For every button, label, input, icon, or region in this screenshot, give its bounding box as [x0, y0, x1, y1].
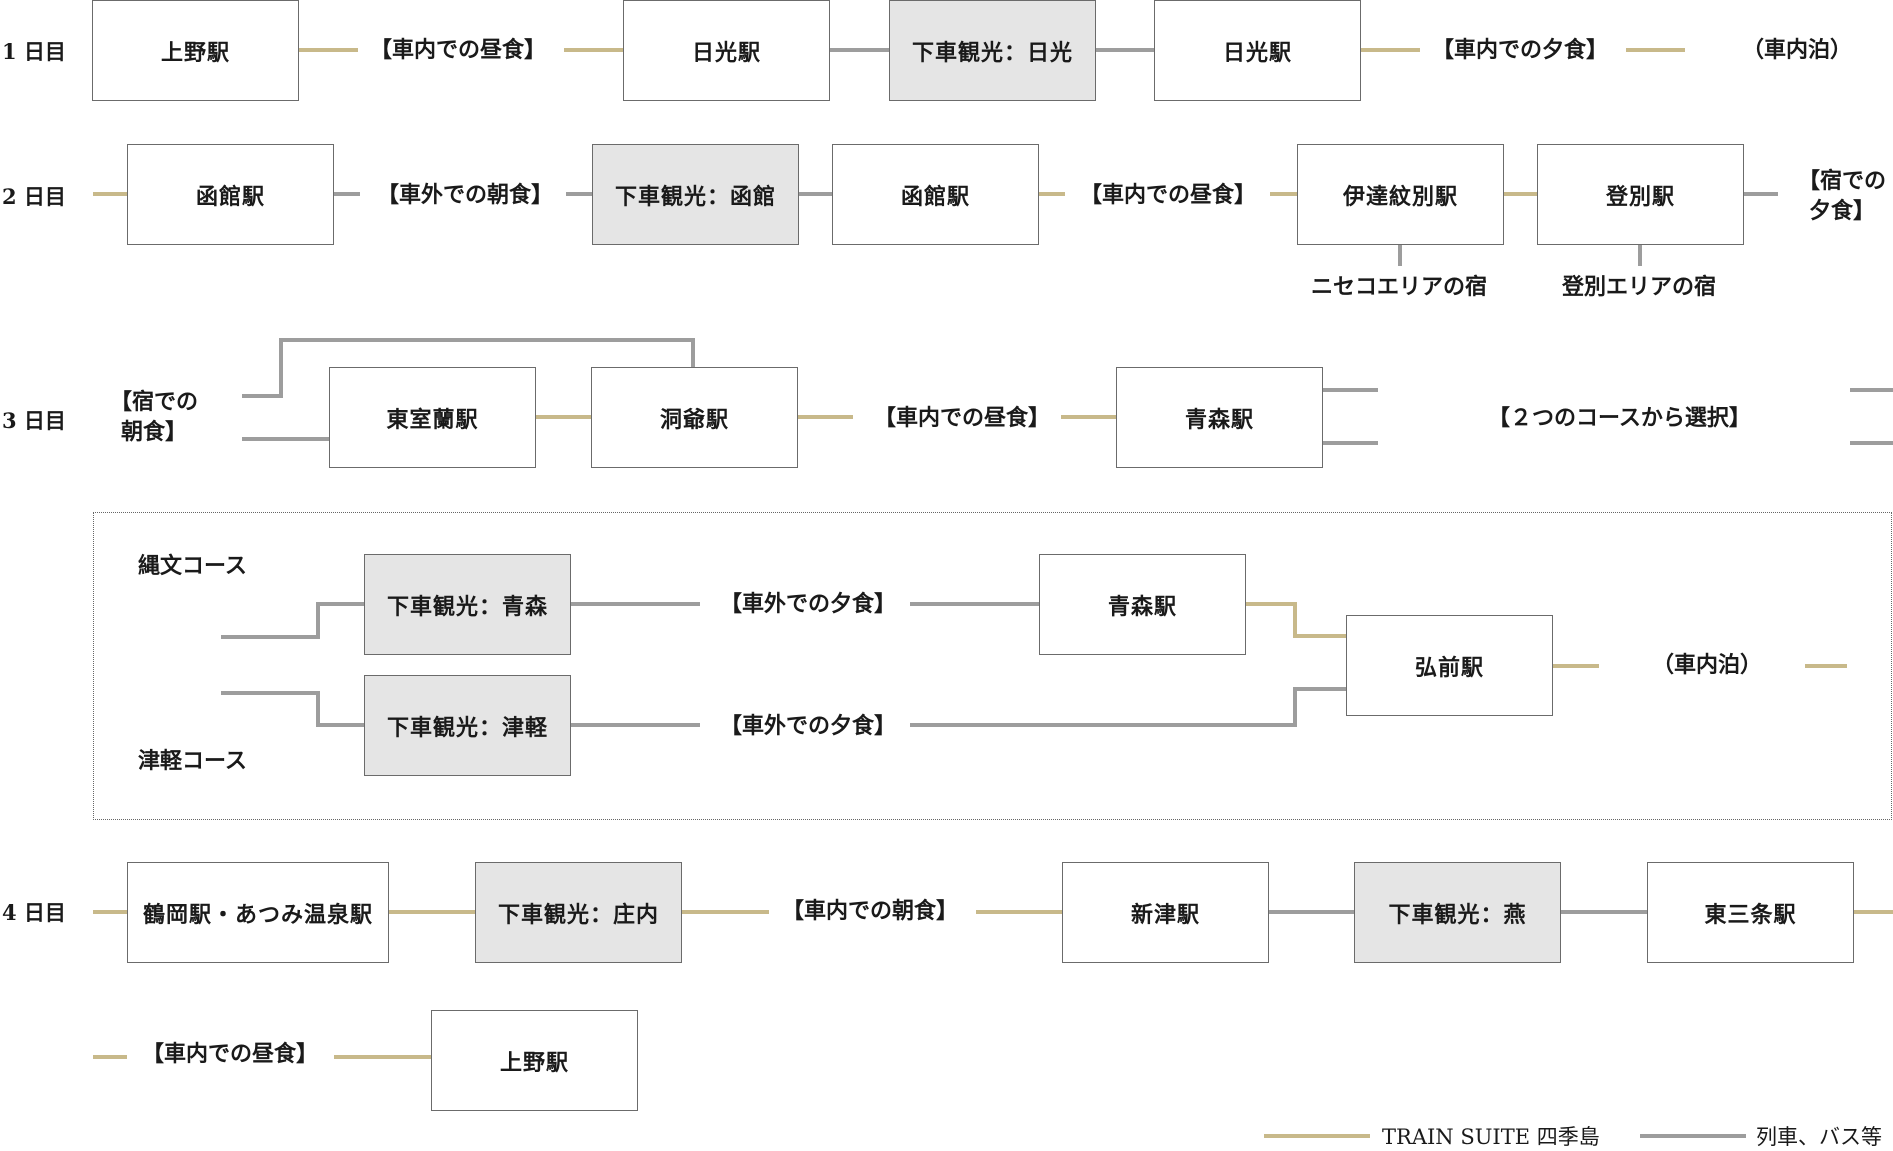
day-label-2: 2 日目 — [2, 184, 66, 209]
course-label-jomon: 縄文コース — [138, 553, 247, 579]
meal-dinner-tsugaru: 【車外での夕食】 — [720, 713, 897, 739]
station-niitsu: 新津駅 — [1062, 862, 1269, 963]
meal-breakfast-day3: 【宿での 朝食】 — [104, 387, 204, 447]
sightseeing-aomori: 下車観光：青森 — [364, 554, 571, 655]
meal-breakfast-day4: 【車内での朝食】 — [782, 898, 959, 924]
connector-c-jomon-in — [221, 602, 364, 639]
day-label-4: 4 日目 — [2, 900, 66, 925]
overnight-day3: （車内泊） — [1652, 652, 1763, 678]
station-tsuruoka-atsumi: 鶴岡駅・あつみ温泉駅 — [127, 862, 389, 963]
station-noboribetsu: 登別駅 — [1537, 144, 1744, 245]
meal-breakfast-day2: 【車外での朝食】 — [377, 182, 554, 208]
meal-breakfast-day3-line2: 朝食】 — [120, 419, 187, 445]
station-toya: 洞爺駅 — [591, 367, 798, 468]
inn-noboribetsu: 登別エリアの宿 — [1562, 274, 1717, 300]
sightseeing-hakodate: 下車観光：函館 — [592, 144, 799, 245]
connector-c-dinner-hirosaki — [910, 687, 1346, 727]
station-hakodate-depart: 函館駅 — [832, 144, 1039, 245]
course-selection-frame — [93, 512, 1892, 820]
meal-lunch-day3: 【車内での昼食】 — [874, 405, 1051, 431]
station-higashisanjo: 東三条駅 — [1647, 862, 1854, 963]
meal-lunch-day2: 【車内での昼食】 — [1080, 182, 1257, 208]
station-datemombetsu: 伊達紋別駅 — [1297, 144, 1504, 245]
meal-lunch-day1: 【車内での昼食】 — [370, 37, 547, 63]
sightseeing-tsubame: 下車観光：燕 — [1354, 862, 1561, 963]
station-ueno-start: 上野駅 — [92, 0, 299, 101]
station-hirosaki: 弘前駅 — [1346, 615, 1553, 716]
other-transport-route-lines — [221, 48, 1893, 1138]
station-nikko-arrive: 日光駅 — [623, 0, 830, 101]
day-label-3: 3 日目 — [2, 408, 66, 433]
course-label-tsugaru: 津軽コース — [138, 748, 247, 774]
overnight-day1: （車内泊） — [1742, 37, 1853, 63]
meal-breakfast-day3-line1: 【宿での — [109, 389, 198, 415]
station-aomori-jomon: 青森駅 — [1039, 554, 1246, 655]
legend-label-other-transport: 列車、バス等 — [1756, 1125, 1882, 1149]
day-label-1: 1 日目 — [2, 39, 66, 64]
meal-dinner-jomon: 【車外での夕食】 — [720, 591, 897, 617]
connector-d3-bypass-to-toya — [242, 338, 695, 398]
station-hakodate-arrive: 函館駅 — [127, 144, 334, 245]
meal-dinner-day1: 【車内での夕食】 — [1432, 37, 1609, 63]
connector-c-aomori-hirosaki — [1246, 602, 1346, 638]
sightseeing-nikko: 下車観光：日光 — [889, 0, 1096, 101]
course-choice-label: 【２つのコースから選択】 — [1488, 405, 1751, 431]
sightseeing-shonai: 下車観光：庄内 — [475, 862, 682, 963]
meal-dinner-day2: 【宿での 夕食】 — [1792, 166, 1892, 226]
legend-label-train-suite: TRAIN SUITE 四季島 — [1382, 1125, 1600, 1149]
station-aomori-arrive: 青森駅 — [1116, 367, 1323, 468]
meal-lunch-day4: 【車内での昼食】 — [142, 1041, 319, 1067]
connector-c-tsugaru-in — [221, 691, 364, 727]
station-nikko-depart: 日光駅 — [1154, 0, 1361, 101]
station-ueno-end: 上野駅 — [431, 1010, 638, 1111]
station-higashimuroran: 東室蘭駅 — [329, 367, 536, 468]
train-suite-route-lines — [93, 48, 1893, 1138]
inn-niseko: ニセコエリアの宿 — [1311, 274, 1488, 300]
meal-dinner-day2-line2: 夕食】 — [1808, 198, 1875, 224]
sightseeing-tsugaru: 下車観光：津軽 — [364, 675, 571, 776]
meal-dinner-day2-line1: 【宿での — [1797, 168, 1886, 194]
